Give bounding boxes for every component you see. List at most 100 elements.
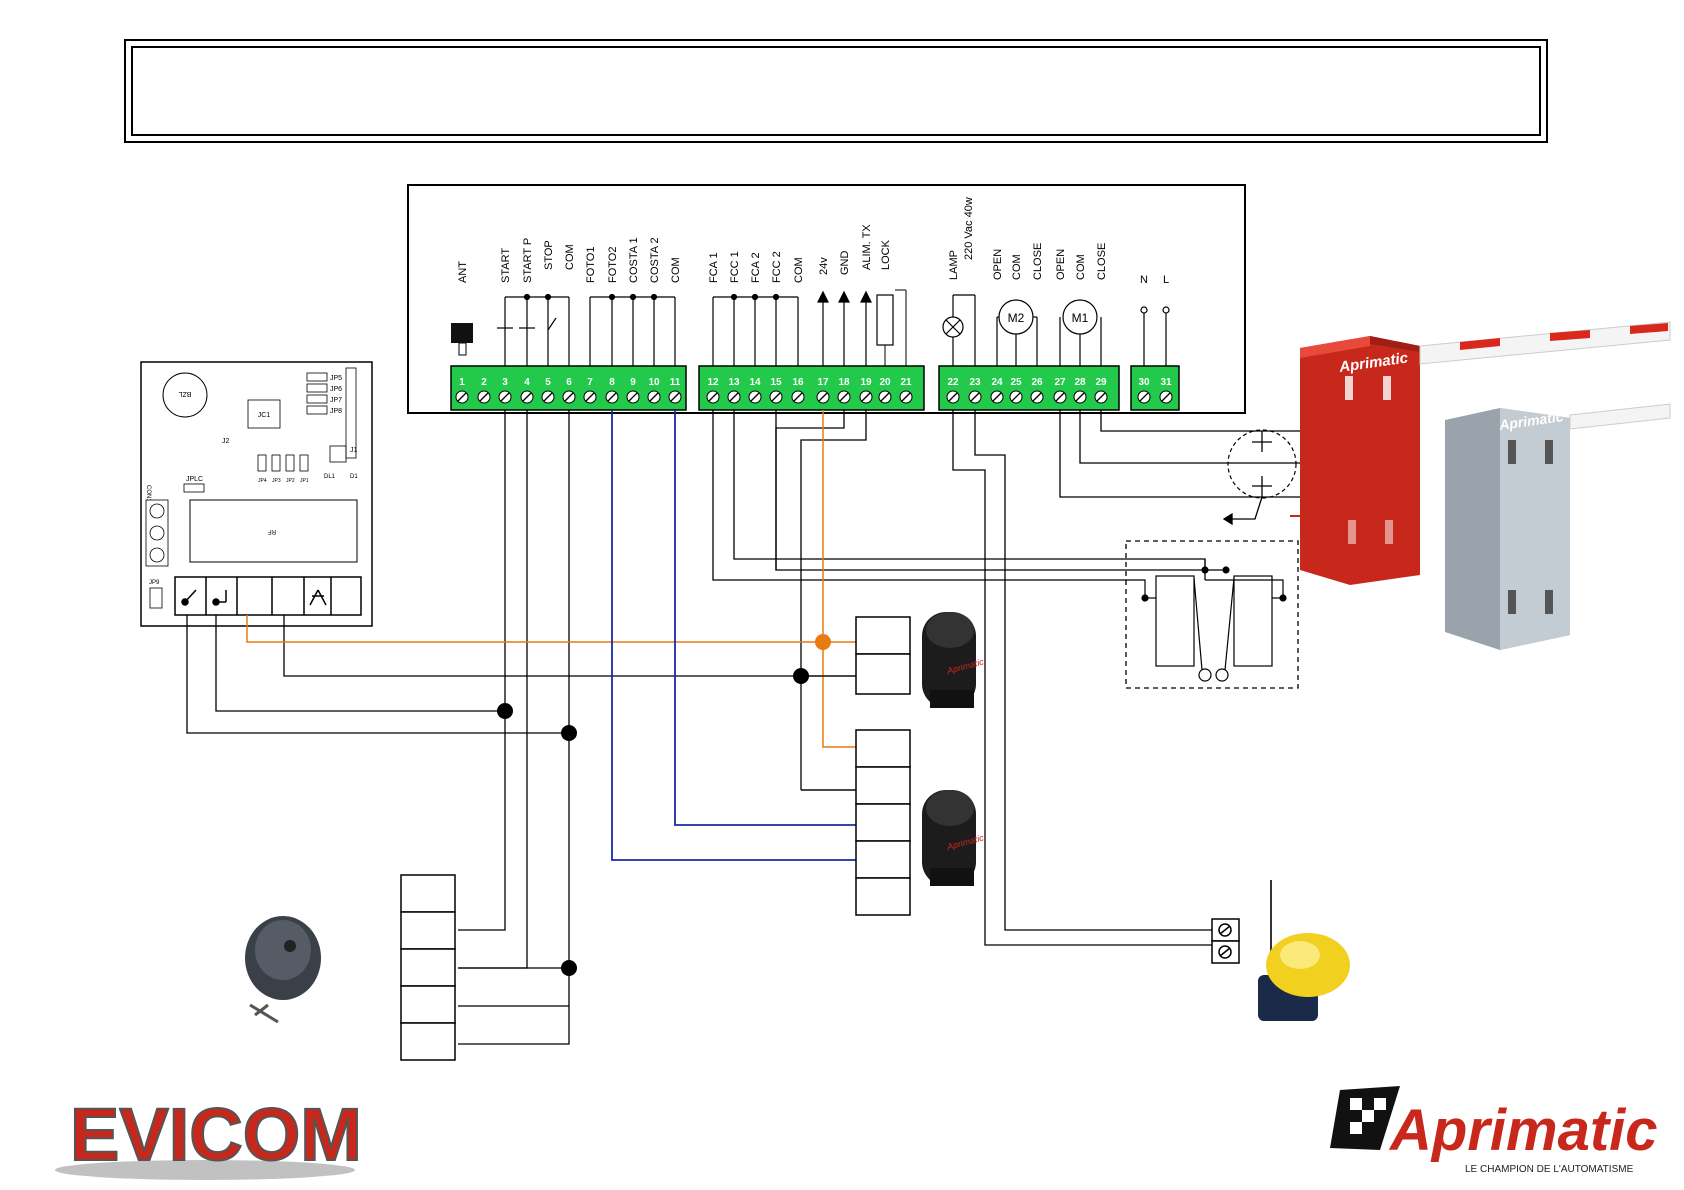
terminal-label: 220 Vac 40w — [963, 197, 975, 260]
receiver-jp9 — [149, 587, 163, 609]
terminal-screw-slot — [1096, 392, 1106, 402]
receiver-jplc-jumper — [183, 483, 205, 493]
wires-black — [186, 410, 1312, 1045]
terminal-label: ANT — [457, 261, 469, 283]
terminal-label: COSTA 1 — [628, 237, 640, 283]
terminal-block-2 — [698, 365, 925, 411]
limit-switches — [1120, 559, 1287, 682]
junction-dot — [793, 668, 809, 684]
terminal-screw-slot — [970, 392, 980, 402]
photocell-device-rx: Aprimatic — [922, 790, 985, 886]
terminal-number: 17 — [817, 377, 829, 388]
terminal-number: 16 — [792, 377, 804, 388]
terminal-number: 24 — [991, 377, 1003, 388]
terminal-number: 29 — [1095, 377, 1107, 388]
junction-dot — [561, 725, 577, 741]
antenna-pin — [458, 342, 467, 356]
terminal-block-4 — [1130, 365, 1180, 411]
terminal-label: FCA 1 — [708, 252, 720, 283]
terminal-number: 9 — [630, 377, 636, 388]
terminal-screw-slot — [1055, 392, 1065, 402]
receiver-label-con1: CON1 — [145, 485, 151, 502]
flashing-lamp — [1258, 880, 1350, 1021]
terminal-screw-slot — [543, 392, 553, 402]
svg-text:LE CHAMPION DE L'AUTOMATISME: LE CHAMPION DE L'AUTOMATISME — [1465, 1164, 1634, 1175]
capacitor-symbol — [1222, 431, 1272, 526]
power-arrows — [817, 290, 872, 366]
controller-box — [407, 184, 1246, 414]
terminal-screw-slot — [1075, 392, 1085, 402]
terminal-screw-slot — [992, 392, 1002, 402]
terminal-screw-slot — [500, 392, 510, 402]
terminal-label: L — [1163, 274, 1169, 286]
terminal-number: 14 — [749, 377, 761, 388]
receiver-label-jp5: JP5 — [330, 375, 342, 382]
terminal-screw-slot — [1161, 392, 1171, 402]
terminal-number: 28 — [1074, 377, 1086, 388]
motor-m1 — [1059, 299, 1102, 366]
terminal-screw-slot — [607, 392, 617, 402]
receiver-label-dl1: DL1 — [324, 474, 336, 480]
terminal-number: 11 — [670, 377, 681, 388]
receiver-rf-module — [189, 499, 358, 563]
terminal-screw-slot — [670, 392, 680, 402]
terminal-number: 19 — [860, 377, 872, 388]
start-contacts — [497, 293, 570, 366]
keyswitch-terminals — [400, 874, 456, 1061]
terminal-screw-slot — [729, 392, 739, 402]
barrier-red: Aprimatic — [1300, 336, 1420, 585]
terminal-number: 3 — [502, 377, 508, 388]
lamp-terminals — [1211, 918, 1240, 964]
terminal-number: 31 — [1160, 377, 1172, 388]
receiver-label-jplc: JPLC — [186, 476, 203, 483]
terminal-screw-slot — [861, 392, 871, 402]
terminal-label: FCC 1 — [729, 251, 741, 283]
photocell-device-tx: Aprimatic — [922, 612, 985, 708]
terminal-number: 6 — [566, 377, 572, 388]
limit-switch-group — [1125, 540, 1299, 689]
terminal-label: START — [500, 248, 512, 283]
receiver-jp-row — [257, 454, 309, 472]
terminal-label: 24v — [818, 257, 830, 275]
barrier-mark — [1290, 515, 1302, 517]
receiver-label-j1: J1 — [350, 447, 358, 454]
receiver-jc1 — [247, 399, 281, 429]
terminal-screw-slot — [649, 392, 659, 402]
terminal-label: GND — [839, 251, 851, 276]
terminal-number: 5 — [545, 377, 551, 388]
receiver-label-j2: J2 — [222, 438, 230, 445]
terminal-label: FCC 2 — [771, 251, 783, 283]
terminal-number: 26 — [1031, 377, 1043, 388]
lamp-symbol — [942, 294, 976, 366]
receiver-label-jp3: JP3 — [272, 478, 281, 484]
terminal-number: 10 — [648, 377, 660, 388]
terminal-number: 15 — [770, 377, 782, 388]
key-switch-device — [245, 916, 321, 1024]
terminal-label: COM — [564, 244, 576, 270]
terminal-screw-slot — [948, 392, 958, 402]
terminal-label: COM — [793, 257, 805, 283]
receiver-screw-terminals — [145, 499, 169, 567]
terminal-screw-slot — [901, 392, 911, 402]
terminal-label: START P — [522, 238, 534, 283]
terminal-label: LAMP — [948, 250, 960, 280]
terminal-number: 2 — [481, 377, 487, 388]
terminal-label: COM — [670, 257, 682, 283]
terminal-label: STOP — [543, 240, 555, 270]
terminal-label: FCA 2 — [750, 252, 762, 283]
terminal-block-3 — [938, 365, 1120, 411]
receiver-label-jp2: JP2 — [286, 478, 295, 484]
receiver-label-jp9: JP9 — [149, 580, 160, 586]
terminal-screw-slot — [880, 392, 890, 402]
terminal-number: 1 — [459, 377, 465, 388]
receiver-label-jp4: JP4 — [258, 478, 267, 484]
terminal-label: LOCK — [880, 239, 892, 270]
terminal-label: CLOSE — [1032, 243, 1044, 280]
photocell-rx-terminals — [855, 729, 911, 916]
motor-m2-label: M2 — [1008, 311, 1025, 325]
terminal-screw-slot — [457, 392, 467, 402]
terminal-screw-slot — [839, 392, 849, 402]
